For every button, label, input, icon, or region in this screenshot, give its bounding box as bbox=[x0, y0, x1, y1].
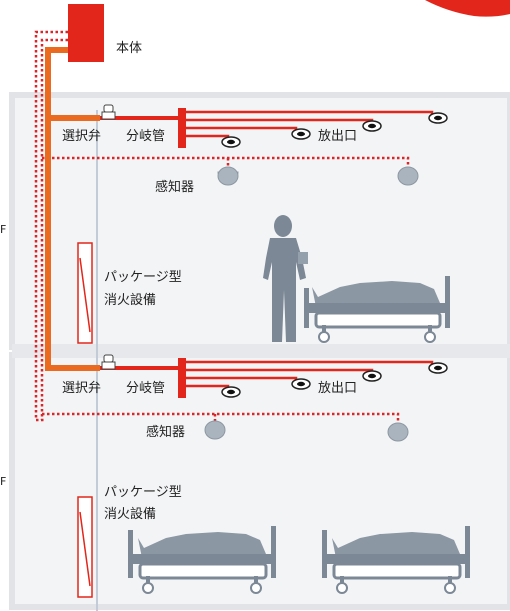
edge-mark-lower: F bbox=[0, 475, 7, 488]
selector-valve-label-upper: 選択弁 bbox=[62, 129, 102, 144]
main-unit bbox=[68, 4, 104, 62]
package-unit-label-lower-1: パッケージ型 bbox=[104, 485, 182, 500]
nozzle-icon bbox=[428, 362, 448, 374]
valve-icon bbox=[101, 354, 116, 370]
detector-icon bbox=[204, 420, 226, 440]
main-unit-label: 本体 bbox=[116, 41, 143, 56]
main-pipe bbox=[45, 47, 100, 371]
manifold-upper bbox=[178, 108, 186, 148]
manifold-label-upper: 分岐管 bbox=[126, 129, 166, 144]
package-unit-label-upper-2: 消火設備 bbox=[104, 293, 157, 308]
valve-icon bbox=[101, 104, 116, 120]
nozzle-icon bbox=[221, 386, 241, 398]
package-extinguisher-icon bbox=[77, 242, 93, 344]
nozzles-lower bbox=[221, 362, 448, 398]
hospital-bed-icon bbox=[128, 526, 276, 594]
package-unit-label-upper-1: パッケージ型 bbox=[104, 270, 182, 285]
nozzle-icon bbox=[291, 378, 311, 390]
nozzle-icon bbox=[291, 128, 311, 140]
detector-label-upper: 感知器 bbox=[155, 180, 195, 195]
nozzle-label-lower: 放出口 bbox=[318, 381, 358, 396]
nozzles-upper bbox=[221, 112, 448, 148]
detector-label-lower: 感知器 bbox=[146, 425, 186, 440]
nozzle-label-upper: 放出口 bbox=[318, 129, 358, 144]
manifold-label-lower: 分岐管 bbox=[126, 381, 166, 396]
detector-icon bbox=[217, 166, 239, 186]
nozzle-icon bbox=[221, 136, 241, 148]
edge-mark-upper: F bbox=[0, 223, 7, 236]
detector-icon bbox=[387, 422, 409, 442]
nozzle-icon bbox=[362, 370, 382, 382]
doctor-silhouette-icon bbox=[263, 215, 308, 342]
hospital-bed-icon bbox=[304, 276, 450, 343]
nozzle-icon bbox=[428, 112, 448, 124]
detector-icon bbox=[397, 166, 419, 186]
hospital-bed-icon bbox=[322, 526, 470, 594]
package-unit-label-lower-2: 消火設備 bbox=[104, 507, 157, 522]
selector-valve-label-lower: 選択弁 bbox=[62, 381, 102, 396]
manifold-lower bbox=[178, 358, 186, 398]
package-extinguisher-icon bbox=[77, 496, 93, 598]
corner-badge bbox=[425, 0, 510, 17]
nozzle-icon bbox=[362, 120, 382, 132]
